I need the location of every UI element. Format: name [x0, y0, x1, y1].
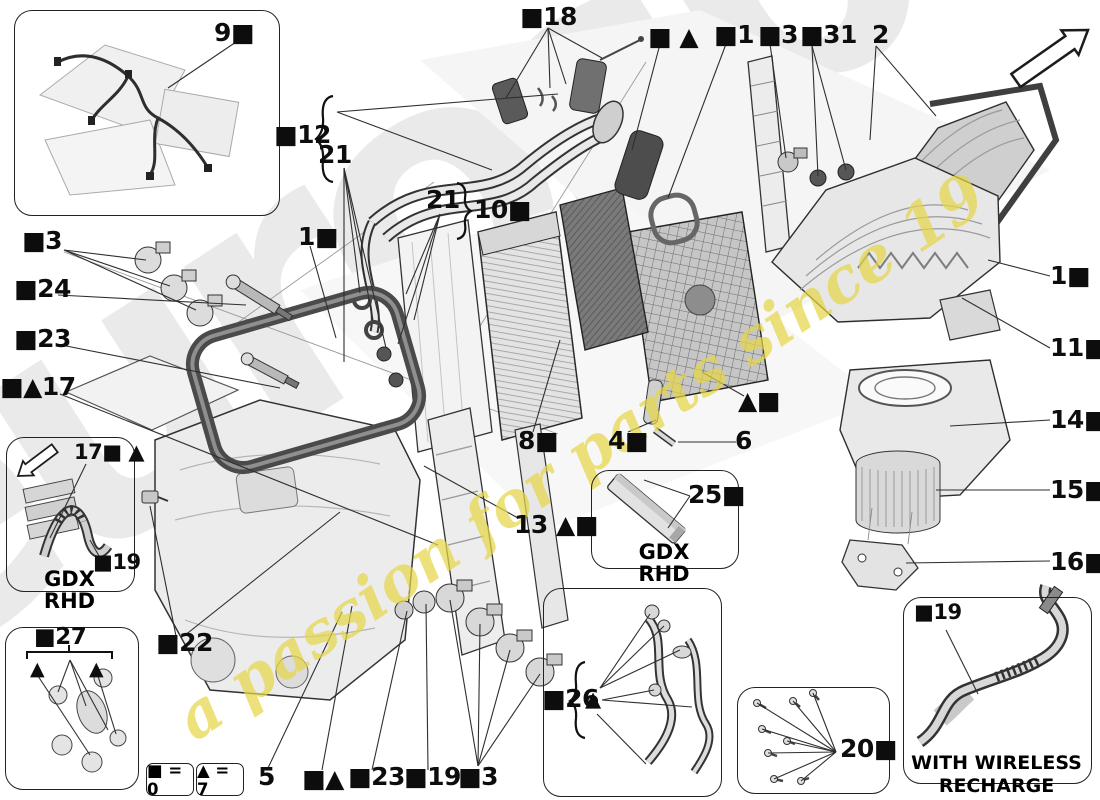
- wireless-title: WITH WIRELESS RECHARGE: [903, 752, 1090, 798]
- callout-25: 25■: [688, 480, 745, 509]
- gdx-left-box-art: [22, 463, 113, 558]
- callout-3-top: ■3: [758, 20, 799, 49]
- callout-23-bottom: ■23: [348, 762, 405, 791]
- callout-2-top: 2: [872, 20, 889, 49]
- harness-box-art: [38, 44, 240, 196]
- callout-23-left: ■23: [14, 324, 71, 353]
- legend-square: ■ = 0: [146, 760, 194, 799]
- panel-20: [737, 687, 890, 794]
- wireless-line2: RECHARGE: [938, 775, 1055, 797]
- callout-1-seal: 1■: [298, 222, 339, 251]
- callout-4: 4■: [608, 426, 649, 455]
- panel-wireless: [903, 597, 1092, 784]
- callout-15-right: 15■: [1050, 475, 1100, 504]
- leader-lines: [55, 27, 1051, 782]
- callout-3-bottom: ■3: [458, 762, 499, 791]
- gdx-mid-line2: RHD: [638, 562, 690, 586]
- callout-1-right: 1■: [1050, 261, 1091, 290]
- legend-triangle-label: ▲ = 7: [197, 760, 230, 799]
- grouping-braces: [26, 94, 586, 740]
- callout-31-top: ■31: [800, 20, 857, 49]
- callout-19-bottom: ■19: [404, 762, 461, 791]
- panel-26: [543, 588, 722, 797]
- callout-24-left: ■24: [14, 274, 71, 303]
- callout-26-triangle: ▲: [585, 687, 601, 711]
- box27-art: [37, 659, 127, 773]
- fitting-kit-part: [491, 36, 644, 125]
- blower-housing-part: [839, 359, 1011, 591]
- panel-gdx-left: [6, 437, 135, 592]
- callout-22: ■22: [156, 628, 213, 657]
- callout-6: 6: [735, 426, 752, 455]
- callout-10: 10■: [474, 195, 531, 224]
- gdx-mid-box-art: [607, 473, 687, 544]
- callout-27-triangle-right: ▲: [89, 658, 104, 680]
- panel-gdx-mid: [591, 470, 739, 569]
- box26-art: [644, 604, 714, 775]
- callout-18: ■18: [520, 2, 577, 31]
- callout-16-right: 16■: [1050, 547, 1100, 576]
- gdx-left-line1: GDX: [44, 567, 95, 591]
- direction-arrow-gdx: [16, 443, 60, 477]
- callout-triangle-square-mid: ▲■: [738, 386, 780, 415]
- legend-square-label: ■ = 0: [147, 760, 183, 799]
- callout-17-box: 17■ ▲: [74, 440, 145, 464]
- callout-1-top: ■1: [714, 20, 755, 49]
- callout-11-right: 11■: [1050, 333, 1100, 362]
- gdx-left-line2: RHD: [43, 589, 96, 613]
- gdx-left-title: GDX RHD: [6, 568, 133, 612]
- blower-cover-part: [771, 82, 1060, 341]
- callout-square-triangle-top: ■ ▲: [648, 22, 699, 51]
- callout-26: ■26: [542, 684, 599, 713]
- callout-square-triangle-bottom: ■▲: [302, 764, 344, 793]
- callout-5-bottom: 5: [258, 762, 275, 791]
- callout-17-left: ■▲17: [0, 372, 76, 401]
- callout-12: ■12: [274, 120, 331, 149]
- heater-pipes-part: [352, 100, 624, 388]
- callout-21-a: 21: [318, 140, 352, 169]
- callout-27-triangle-left: ▲: [30, 658, 45, 680]
- legend-triangle: ▲ = 7: [196, 760, 244, 799]
- direction-arrow-main: [1009, 28, 1090, 89]
- gdx-mid-title: GDX RHD: [591, 541, 737, 585]
- gdx-mid-line1: GDX: [638, 540, 690, 564]
- callout-14-right: 14■: [1050, 405, 1100, 434]
- mesh-panel-part: [627, 211, 769, 403]
- sensors-and-actuators: [134, 241, 300, 504]
- callout-3-left: ■3: [22, 226, 63, 255]
- callout-9: 9■: [214, 18, 255, 47]
- wireless-box-art: [916, 584, 1069, 747]
- callout-27: ■27: [34, 624, 87, 650]
- callout-20: 20■: [840, 734, 897, 763]
- callout-21-b: 21: [426, 185, 460, 214]
- frame-and-bottom-actuators: [394, 407, 569, 687]
- panel-harness: [14, 10, 280, 216]
- callout-13: 13 ▲■: [514, 510, 598, 539]
- callout-19-wireless: ■19: [914, 600, 962, 624]
- panel-27: [5, 627, 139, 790]
- callout-8: 8■: [518, 426, 559, 455]
- hvac-main-housing-part: [64, 286, 427, 701]
- callout-19-box: ■19: [93, 550, 141, 574]
- evaporator-slab-part: [559, 187, 677, 447]
- wireless-line1: WITH WIRELESS: [911, 752, 1082, 774]
